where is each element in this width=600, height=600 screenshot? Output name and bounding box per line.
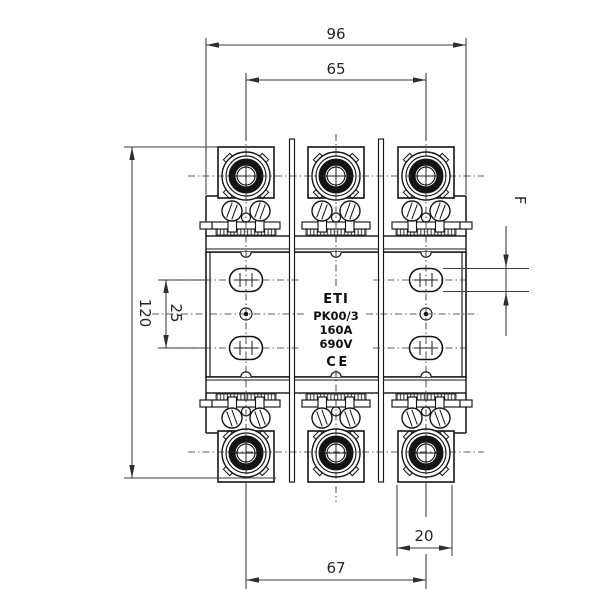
dim-f-label: F — [511, 196, 529, 205]
voltage-rating-label: 690V — [320, 337, 353, 351]
dim-67-label: 67 — [326, 559, 345, 577]
dim-f: F — [443, 196, 529, 336]
dim-20-label: 20 — [414, 527, 433, 545]
dim-20: 20 — [396, 485, 453, 556]
separator-wall-left — [288, 138, 296, 483]
dim-65-label: 65 — [326, 60, 345, 78]
dim-96-label: 96 — [326, 25, 345, 43]
fuse-base-body — [199, 138, 473, 483]
dim-25-label: 25 — [167, 303, 185, 322]
dim-65: 65 — [245, 60, 427, 140]
dimension-annotations: 96 65 120 25 F — [124, 25, 529, 589]
dim-25: 25 — [158, 279, 207, 349]
center-lines — [152, 134, 484, 502]
dim-120-label: 120 — [136, 299, 154, 328]
nameplate: ETI PK00/3 160A 690V CE — [313, 292, 359, 370]
top-side-wings — [205, 195, 467, 236]
ce-mark: CE — [326, 355, 349, 370]
dim-96: 96 — [205, 25, 467, 195]
dim-120: 120 — [124, 146, 276, 479]
brand-logo: ETI — [323, 292, 349, 307]
current-rating-label: 160A — [320, 323, 353, 337]
bottom-side-wings — [205, 393, 467, 434]
model-label: PK00/3 — [313, 309, 359, 323]
separator-wall-right — [377, 138, 385, 483]
